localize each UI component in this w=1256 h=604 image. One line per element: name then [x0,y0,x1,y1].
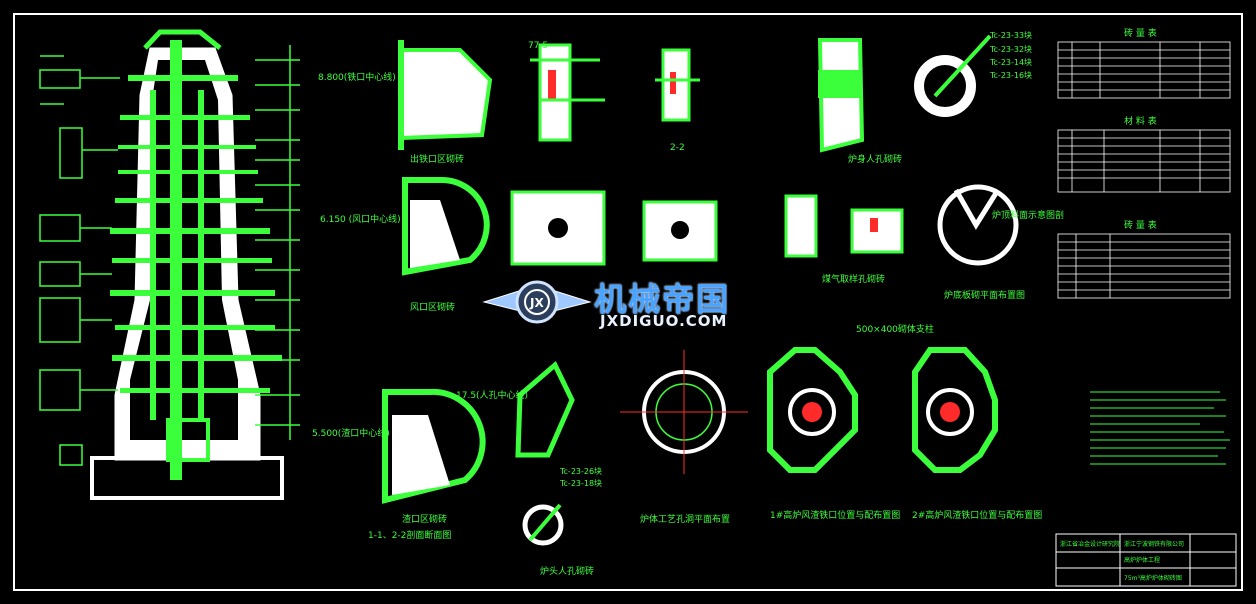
title-block: 浙江省冶金设计研究院 浙江宁波钢铁有限公司 高炉炉体工程 75m³高炉炉体砌砖图 [1055,533,1237,587]
tc-d-label: Tc-23-16块 [989,70,1032,80]
dim-800-label: 8.800(铁口中心线) [318,71,396,83]
table2-title: 材 料 表 [1124,115,1157,127]
top-manhole-label: 炉头人孔砌砖 [540,565,594,577]
title-block-drawing: 75m³高炉炉体砌砖图 [1124,574,1182,582]
dim-77-label: 77.5 [528,41,548,51]
furnace-plan-label: 炉体工艺孔洞平面布置 [640,513,730,525]
watermark-cn: 机械帝国 [594,280,731,318]
gas-sketch-label: 煤气取样孔砌砖 [822,273,885,285]
drawing-frame [13,13,1243,591]
title-block-project: 高炉炉体工程 [1124,556,1160,564]
manhole-sketch-label: 炉身人孔砌砖 [848,153,902,165]
quantity-table-1: 砖 量 表 [1057,27,1231,99]
plan-1: 1#高炉风渣铁口位置与配布置图 [767,347,900,521]
plan-2: 500×400砌体支柱 2#高炉风渣铁口位置与配布置图 [856,323,1042,521]
watermark-logo: JX 机械帝国 JXDIGUO.COM [482,272,782,334]
ring-detail: Tc-23-33块 Tc-23-32块 Tc-23-14块 Tc-23-16块 [914,30,1032,117]
section-views: 77.5 2-2 [528,41,700,153]
quantity-table-2: 砖 量 表 [1057,219,1231,299]
dim-17-label: 17.5(人孔中心线) [456,389,528,401]
slag-zone-label: 渣口区砌砖 [402,513,447,525]
plan-1-label: 1#高炉风渣铁口位置与配布置图 [770,509,900,521]
tc-e-label: Tc-23-26块 [559,466,602,476]
top-manhole-detail: 17.5(人孔中心线) Tc-23-26块 Tc-23-18块 炉头人孔砌砖 [456,360,602,577]
material-table: 材 料 表 [1057,115,1231,193]
notes-block [1090,391,1230,465]
furnace-elevation [39,29,300,500]
tap-zone-label: 出铁口区砌砖 [410,153,464,165]
dim-5500-label: 5.500(渣口中心线) [312,427,390,439]
svg-text:JX: JX [529,296,544,310]
column-label: 500×400砌体支柱 [856,323,934,335]
section-11-label: 1-1、2-2剖面断面图 [368,529,451,541]
tc-c-label: Tc-23-14块 [989,57,1032,67]
title-block-company: 浙江宁波钢铁有限公司 [1124,540,1184,548]
bottom-plan-label: 炉底板砌平面布置图 [944,289,1025,301]
section-22-label: 2-2 [670,143,685,153]
gear-wings-icon: JX [482,280,592,324]
table1-title: 砖 量 表 [1124,27,1157,39]
tc-f-label: Tc-23-18块 [559,478,602,488]
watermark-en: JXDIGUO.COM [600,312,728,330]
dim-6150-label: 6.150 (风口中心线) [320,213,401,225]
furnace-plan: 炉体工艺孔洞平面布置 [620,350,748,525]
manhole-detail: 炉身人孔砌砖 [817,38,902,165]
title-block-org: 浙江省冶金设计研究院 [1060,540,1120,548]
plan-2-label: 2#高炉风渣铁口位置与配布置图 [912,509,1042,521]
tuyere-zone-detail: 6.150 (风口中心线) 风口区砌砖 [320,176,490,313]
slag-zone-detail: 5.500(渣口中心线) 渣口区砌砖 1-1、2-2剖面断面图 [312,388,486,541]
tap-zone-detail: 出铁口区砌砖 8.800(铁口中心线) [318,40,493,165]
ring-mark-label: 炉顶料面示意图剖 [992,209,1064,221]
table3-title: 砖 量 表 [1124,219,1157,231]
tuyere-zone-label: 风口区砌砖 [410,301,455,313]
tc-a-label: Tc-23-33块 [989,30,1032,40]
bottom-plan: 炉顶料面示意图剖 炉底板砌平面布置图 [937,184,1064,301]
block-details: 煤气取样孔砌砖 [510,190,904,285]
tc-b-label: Tc-23-32块 [989,44,1032,54]
